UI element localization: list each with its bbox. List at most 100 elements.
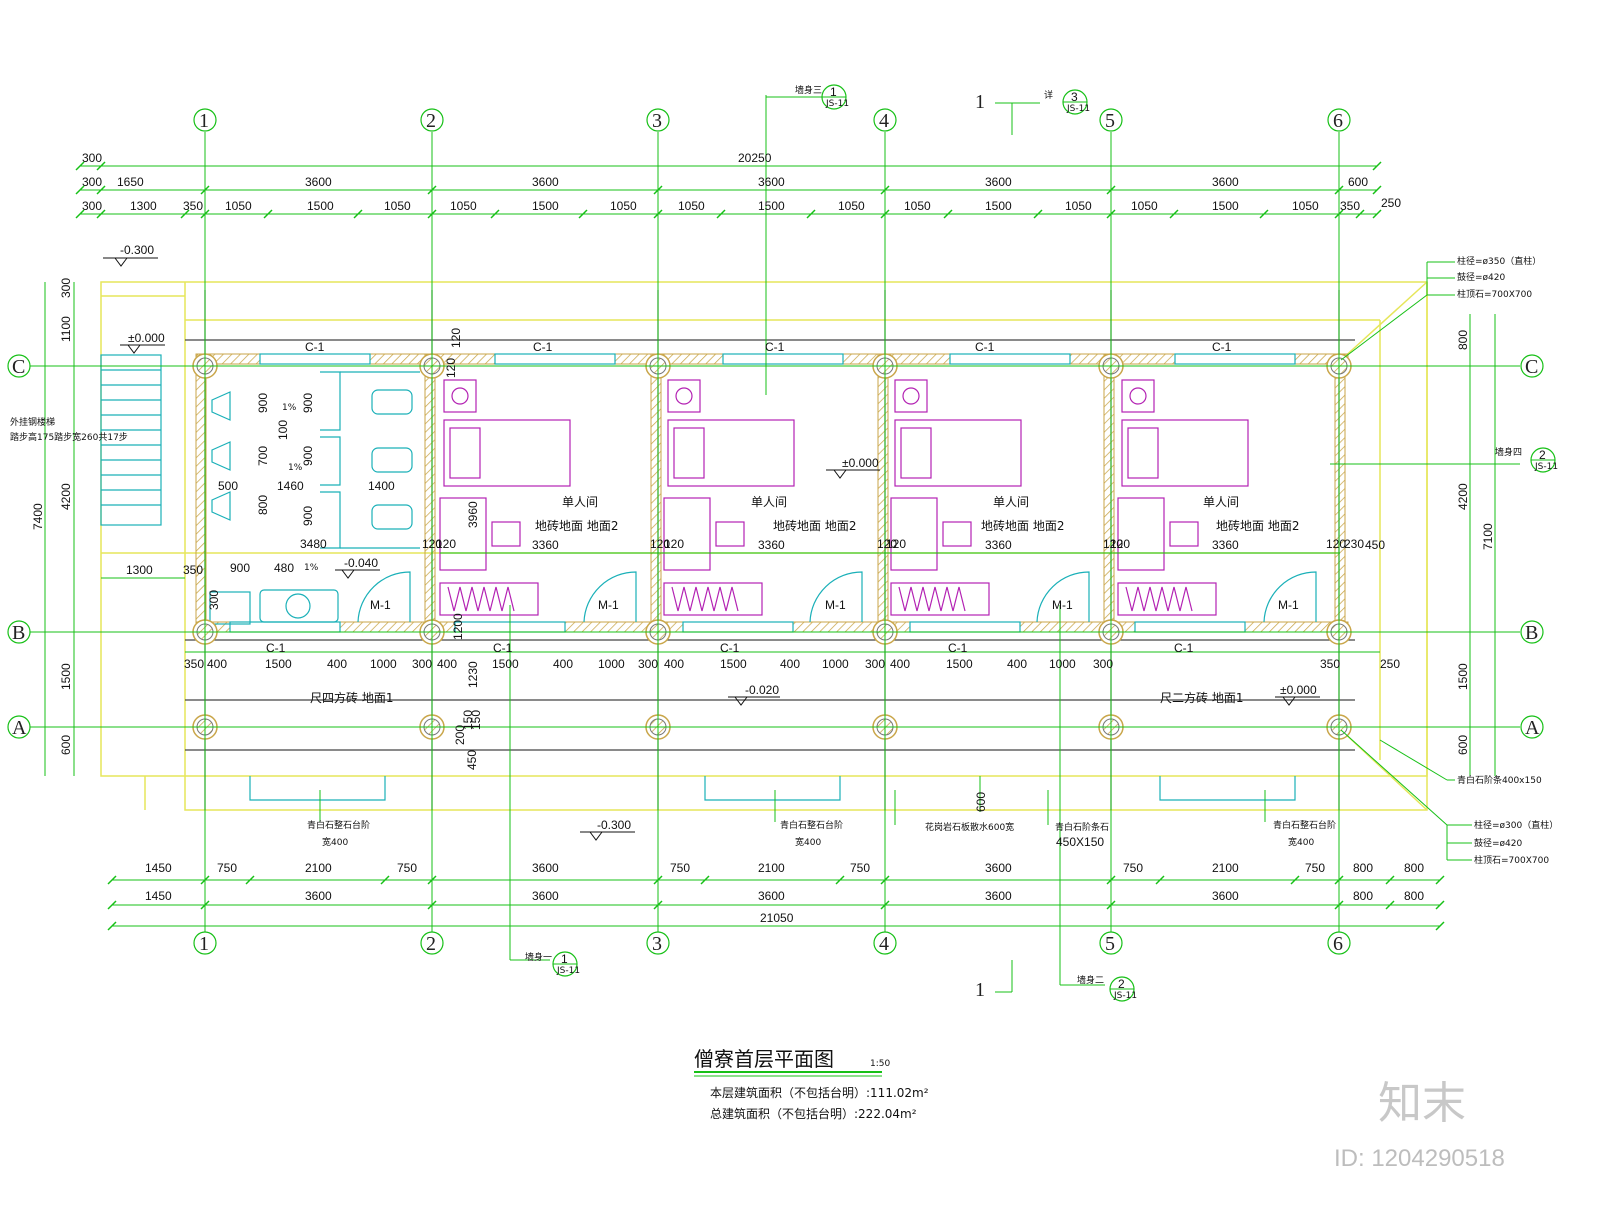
dim-misc: 120	[1110, 537, 1130, 551]
dim-tick	[353, 209, 363, 219]
dim-bottom-row1: 3600	[985, 861, 1012, 875]
step-note: 青白石阶条400x150	[1457, 774, 1542, 786]
dim-top-row3: 1500	[307, 199, 334, 213]
dim-misc: 500	[218, 479, 238, 493]
dim-misc: 120	[1326, 537, 1346, 551]
stair-note-1: 外挂钢楼梯	[10, 416, 55, 428]
dim-top-row2: 3600	[532, 175, 559, 189]
floor-right-label: 尺二方砖 地面1	[1160, 690, 1243, 705]
dim-tick	[716, 209, 726, 219]
dim-misc: 120	[650, 537, 670, 551]
dim-bottom-row2: 800	[1353, 889, 1373, 903]
detail-prefix: 详	[1044, 89, 1053, 101]
dim-top-row3: 1300	[130, 199, 157, 213]
axis-label-num: 1	[199, 933, 209, 955]
dim-top-row3: 1050	[904, 199, 931, 213]
dim-right: 1500	[1456, 663, 1470, 690]
window-label: C-1	[305, 340, 325, 354]
dim-top-row3: 1050	[450, 199, 477, 213]
dim-top-row3: 300	[82, 199, 102, 213]
dim-tick	[180, 209, 190, 219]
dim-tick	[107, 900, 117, 910]
axis-label-num: 6	[1333, 933, 1343, 955]
granite-note: 花岗岩石板散水600宽	[925, 821, 1014, 833]
dim-room-width: 3360	[532, 538, 559, 552]
dim-mid-row: 400	[1007, 657, 1027, 671]
axis-bubble	[420, 931, 444, 955]
dim-tick	[1372, 209, 1382, 219]
detail-number: 2	[1118, 977, 1125, 991]
area-note-1: 本层建筑面积（不包括台明）:111.02m²	[710, 1085, 929, 1100]
axis-label-letter: B	[1525, 622, 1538, 644]
floor-label: 地砖地面 地面2	[1216, 518, 1299, 533]
slope-label: 1%	[282, 403, 297, 413]
dim-misc: 120	[886, 537, 906, 551]
dim-misc: 600	[974, 792, 988, 812]
window-label: C-1	[1174, 641, 1194, 655]
column-note: 柱顶石=700X700	[1457, 288, 1532, 300]
axis-bubble	[7, 620, 31, 644]
section-mark: 1	[975, 91, 985, 113]
dim-tick	[1106, 900, 1116, 910]
dim-left: 600	[59, 735, 73, 755]
dim-bottom-row2: 3600	[985, 889, 1012, 903]
dim-tick	[245, 875, 255, 885]
axis-label-num: 5	[1105, 110, 1115, 132]
dim-misc: 350	[183, 563, 203, 577]
door-label: M-1	[370, 598, 391, 612]
dim-misc: 1230	[466, 661, 480, 688]
axis-label-num: 2	[426, 110, 436, 132]
step-width: 宽400	[1288, 836, 1314, 848]
dim-tick	[1385, 875, 1395, 885]
axis-bubble	[1520, 620, 1544, 644]
room-3-furniture	[890, 379, 1022, 616]
axis-label-num: 2	[426, 933, 436, 955]
level-label: ±0.000	[1280, 683, 1317, 697]
dim-bottom-row1: 750	[1305, 861, 1325, 875]
door-label: M-1	[1278, 598, 1299, 612]
wall-section-label: 墙身三	[795, 84, 822, 96]
dim-tick	[943, 209, 953, 219]
axis-label-letter: B	[12, 622, 25, 644]
detail-sheet: JS-11	[1066, 104, 1090, 114]
dim-misc: 900	[230, 561, 250, 575]
axis-bubble	[193, 931, 217, 955]
dim-tick	[1334, 209, 1344, 219]
area-note-2: 总建筑面积（不包括台明）:222.04m²	[710, 1106, 917, 1121]
dim-tick	[490, 209, 500, 219]
dim-bottom-row1: 2100	[1212, 861, 1239, 875]
dim-tick	[200, 900, 210, 910]
dim-tick	[653, 209, 663, 219]
dim-tick	[1334, 900, 1344, 910]
dim-mid-row: 400	[553, 657, 573, 671]
column-note: 柱顶石=700X700	[1474, 854, 1549, 866]
room-2-furniture	[663, 379, 795, 616]
dim-top-row2: 3600	[758, 175, 785, 189]
detail-sheet: JS-11	[825, 99, 849, 109]
dim-tick	[1334, 185, 1344, 195]
dim-tick	[96, 161, 106, 171]
door-label: M-1	[598, 598, 619, 612]
dim-top-row2: 3600	[305, 175, 332, 189]
floor-left-label: 尺四方砖 地面1	[310, 690, 393, 705]
dim-bottom-row1: 800	[1404, 861, 1424, 875]
dim-misc: 120	[444, 358, 458, 378]
column-note: 柱径=ø350（直柱）	[1457, 255, 1541, 267]
dim-bottom-row2: 3600	[532, 889, 559, 903]
dim-right-total: 7100	[1481, 523, 1495, 550]
wall-section-label: 墙身二	[1077, 974, 1104, 986]
dim-tick	[75, 209, 85, 219]
dim-misc: 300	[207, 590, 221, 610]
dim-tick	[1435, 875, 1445, 885]
dim-top-row3: 1050	[1065, 199, 1092, 213]
axis-label-letter: A	[1525, 717, 1540, 739]
dim-bottom-row1: 750	[397, 861, 417, 875]
column-note: 鼓径=ø420	[1457, 271, 1505, 283]
dim-misc: 1200	[451, 613, 465, 640]
window-label: C-1	[533, 340, 553, 354]
dim-tick	[200, 875, 210, 885]
window-label: C-1	[720, 641, 740, 655]
dim-mid-row: 350	[184, 657, 204, 671]
